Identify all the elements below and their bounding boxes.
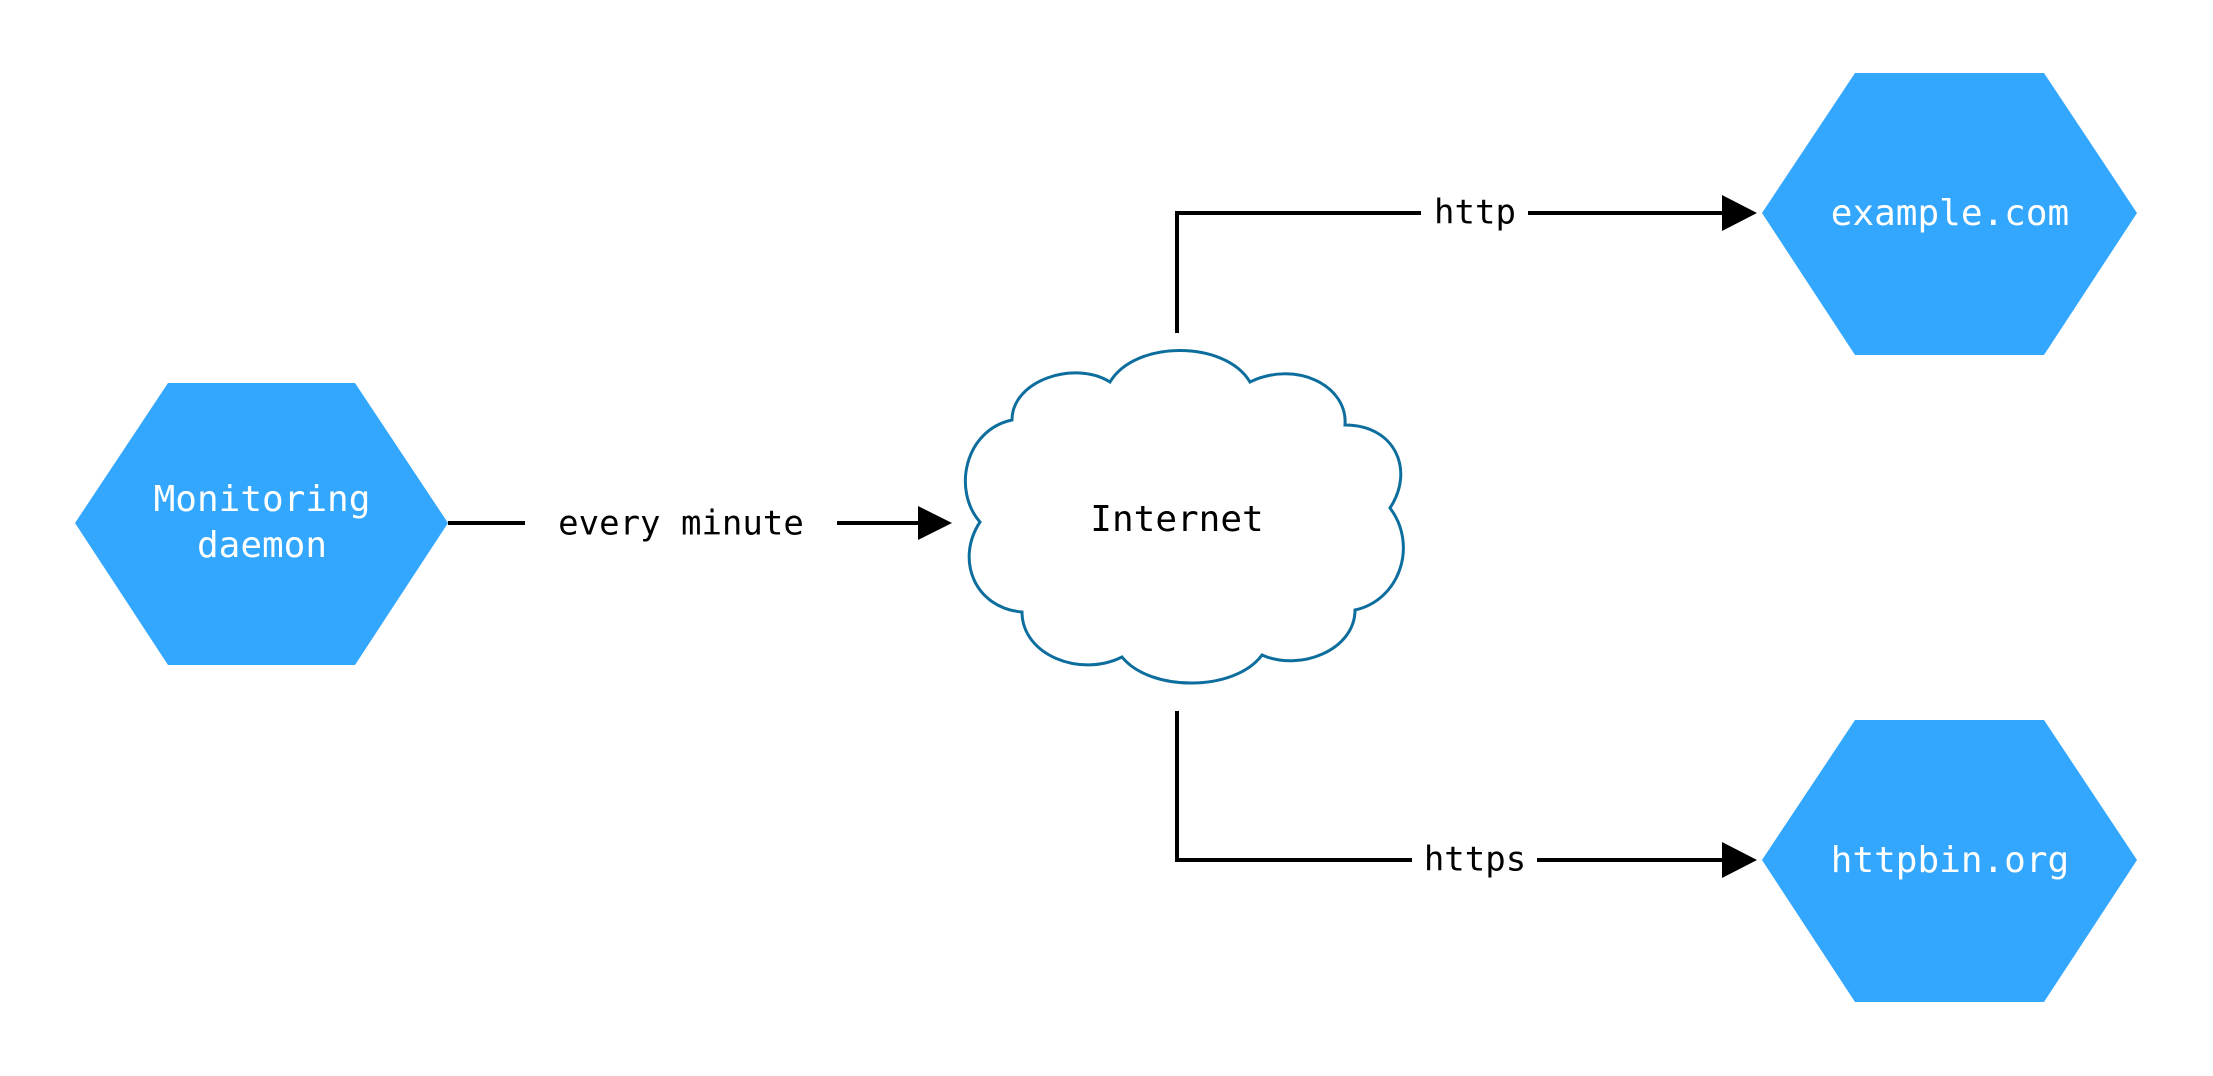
edge-daemon-to-internet: every minute bbox=[448, 504, 952, 544]
hexagon-shape-httpbin-org bbox=[1762, 720, 2137, 1002]
node-httpbin-org[interactable]: httpbin.org bbox=[1762, 720, 2137, 1002]
node-label-internet: Internet bbox=[1090, 499, 1263, 540]
node-internet[interactable]: Internet bbox=[963, 349, 1405, 685]
node-example-com[interactable]: example.com bbox=[1762, 73, 2137, 355]
edge-internet-to-httpbin: https bbox=[1175, 711, 1757, 880]
arrow-head-internet bbox=[918, 506, 952, 540]
edge-label-https: https bbox=[1424, 840, 1526, 880]
node-monitoring-daemon[interactable]: Monitoring daemon bbox=[75, 383, 448, 665]
edge-label-http: http bbox=[1434, 193, 1516, 233]
arrow-head-httpbin bbox=[1722, 842, 1757, 878]
node-label-monitoring-daemon-line2: daemon bbox=[197, 525, 327, 566]
edge-elbow-top bbox=[1175, 211, 1421, 333]
hexagon-shape-example-com bbox=[1762, 73, 2137, 355]
arrow-head-example bbox=[1722, 195, 1757, 231]
node-label-monitoring-daemon-line1: Monitoring bbox=[154, 479, 371, 520]
node-label-example-com: example.com bbox=[1831, 193, 2069, 234]
hexagon-shape-monitoring-daemon bbox=[75, 383, 448, 665]
edge-internet-to-example: http bbox=[1175, 193, 1757, 333]
cloud-shape-internet bbox=[963, 349, 1405, 685]
edge-elbow-bottom bbox=[1175, 711, 1412, 862]
node-label-httpbin-org: httpbin.org bbox=[1831, 840, 2069, 881]
edge-label-every-minute: every minute bbox=[558, 504, 804, 544]
